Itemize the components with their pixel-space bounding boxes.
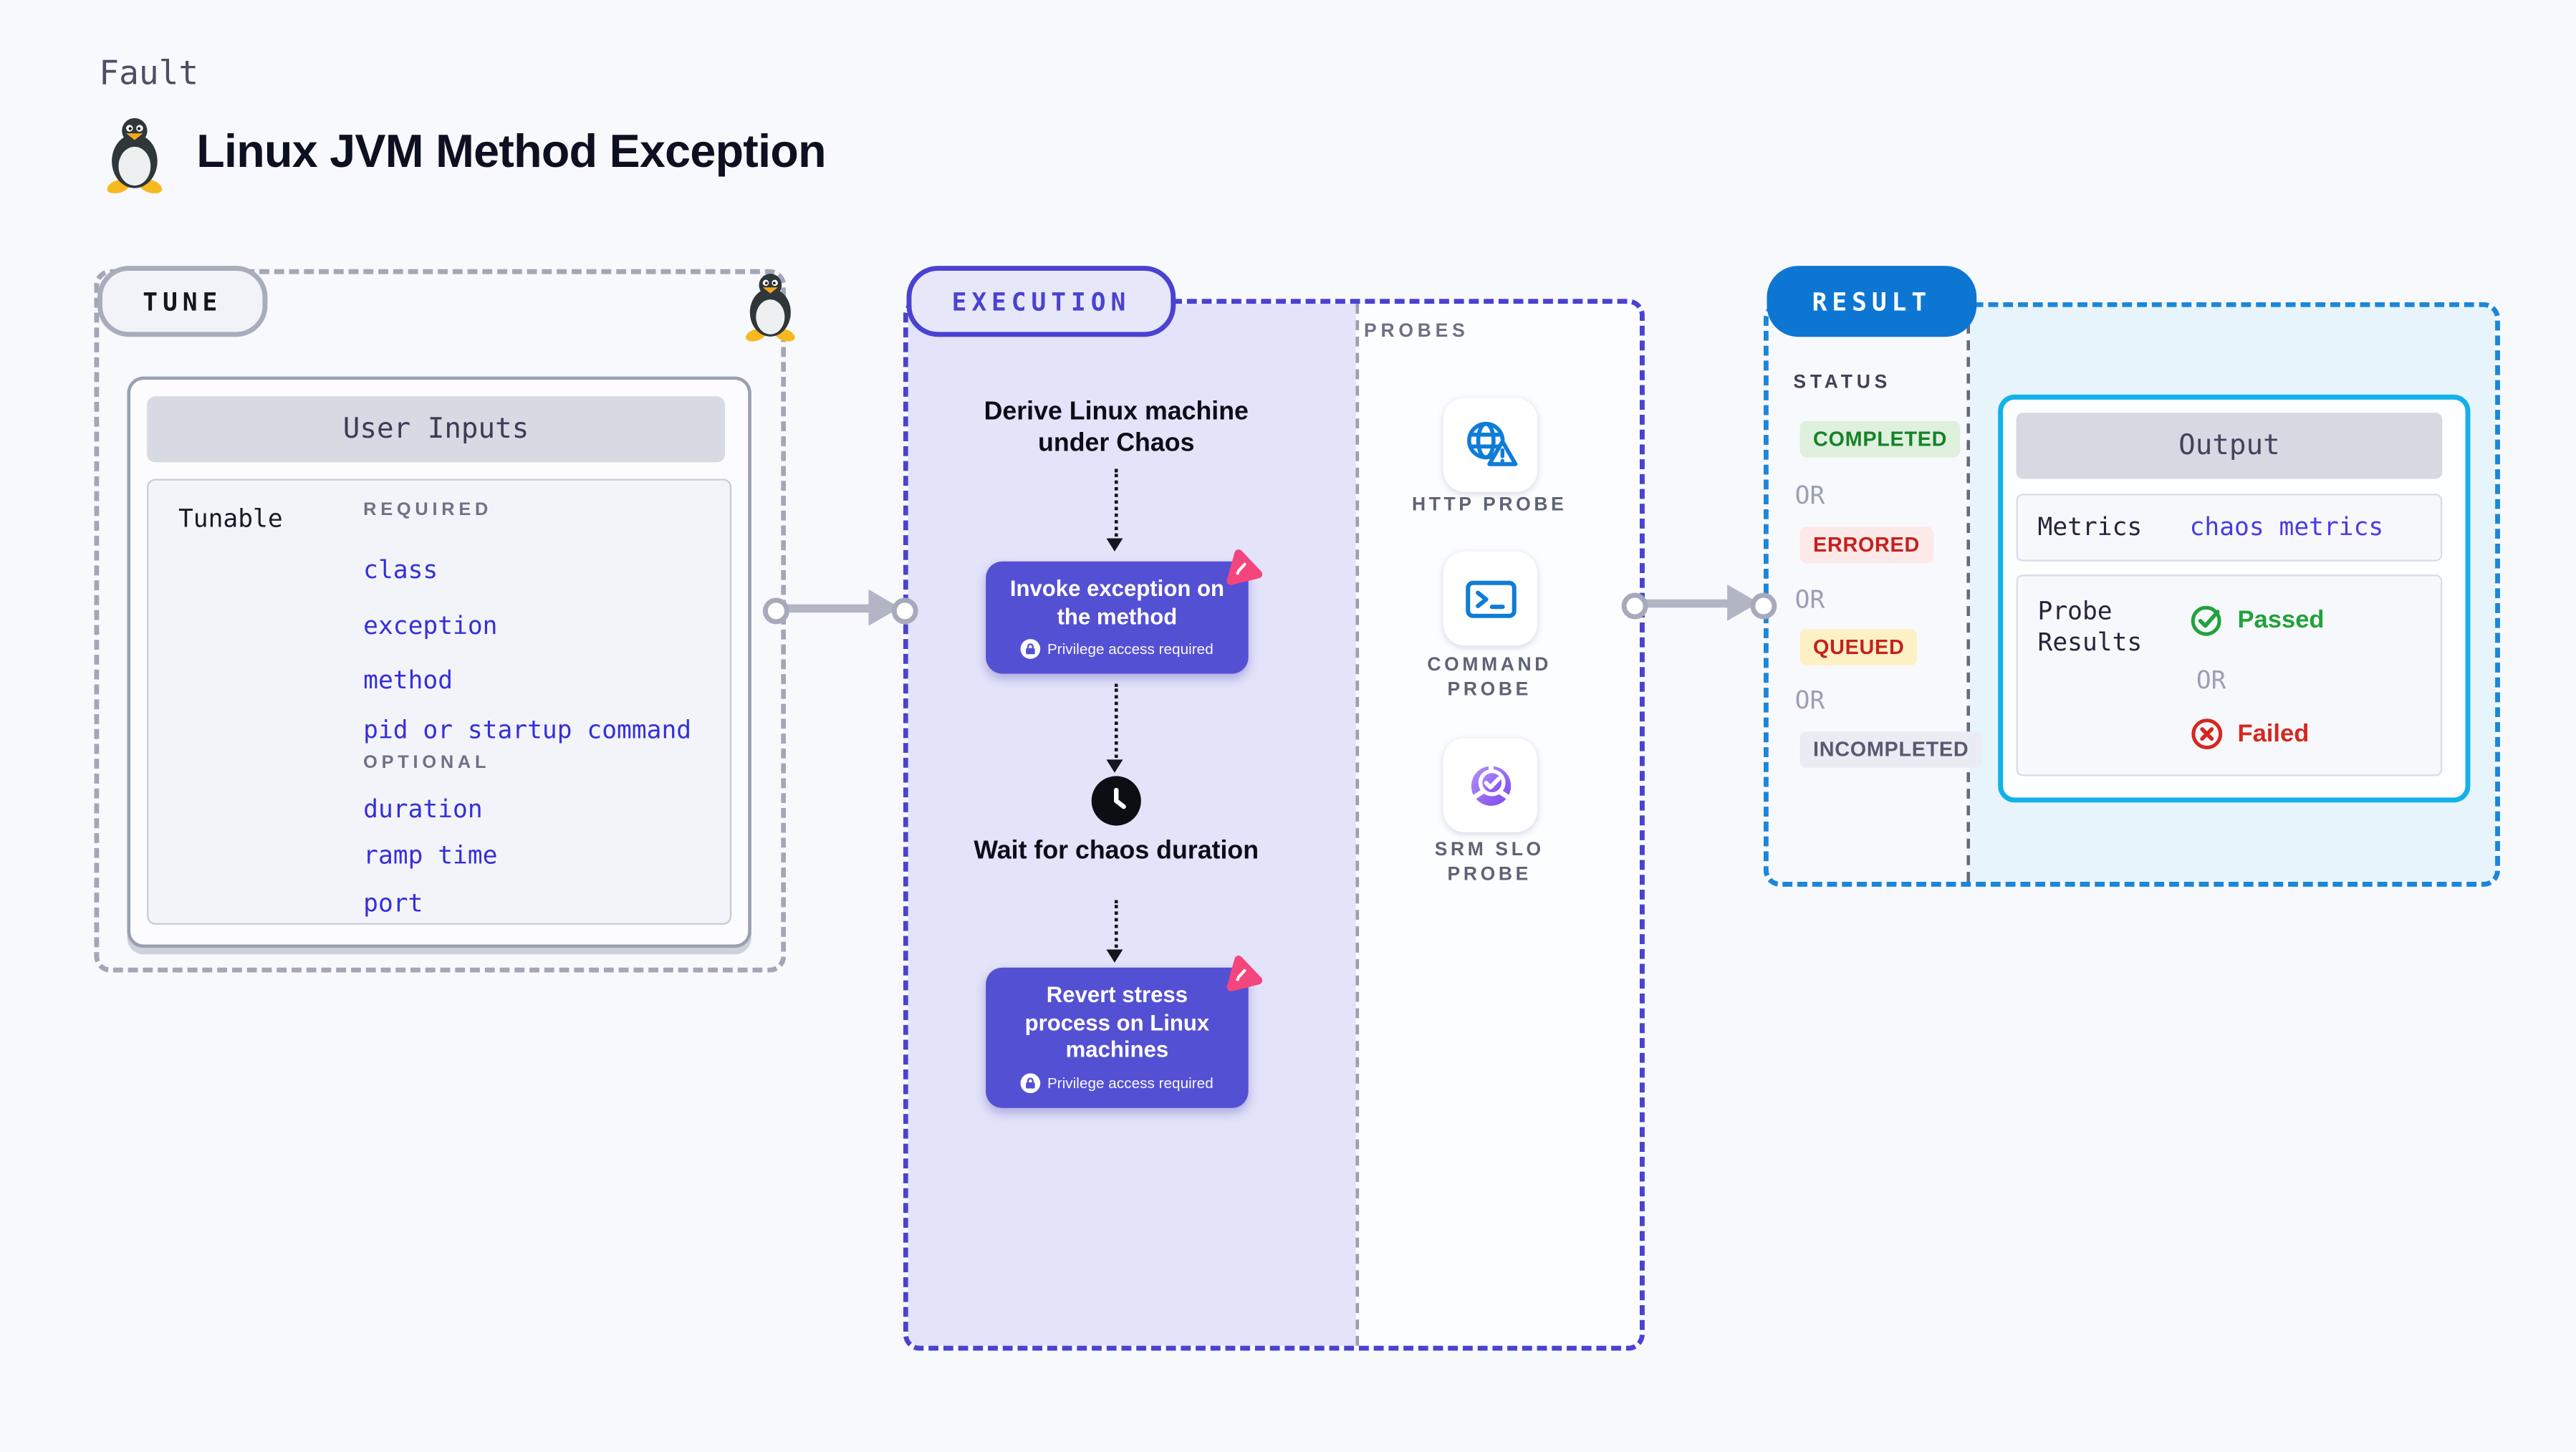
srm-slo-probe-card[interactable] [1443, 738, 1538, 832]
metrics-value-link[interactable]: chaos metrics [2189, 511, 2384, 542]
step-derive-label: Derive Linux machine under Chaos [984, 398, 1249, 458]
probe-result-failed: Failed [2190, 716, 2309, 751]
tunable-exception[interactable]: exception [363, 610, 498, 641]
status-badge-incompleted: INCOMPLETED [1799, 731, 1982, 768]
execution-flow-area [908, 304, 1356, 1346]
command-probe-label: COMMAND PROBE [1427, 655, 1552, 701]
or-label: OR [1794, 685, 1825, 716]
terminal-icon [1465, 580, 1516, 617]
status-badge-queued: QUEUED [1799, 629, 1918, 665]
tunable-method[interactable]: method [363, 665, 453, 696]
status-label: STATUS [1793, 372, 1892, 393]
tunable-pid-or-startup-command[interactable]: pid or startup command [363, 715, 692, 745]
probe-results-label: Probe Results [2037, 596, 2143, 658]
tux-penguin-small-icon [745, 274, 795, 342]
user-inputs-card: User Inputs Tunable REQUIRED class excep… [127, 376, 751, 948]
privilege-badge: Privilege access required [1047, 1074, 1213, 1091]
check-circle-icon [2191, 605, 2221, 636]
step-invoke-title: Invoke exception on the method [1009, 576, 1225, 629]
tunable-ramp-time[interactable]: ramp time [363, 840, 498, 870]
or-label: OR [1794, 480, 1825, 511]
http-probe-label: HTTP PROBE [1411, 495, 1567, 516]
slo-donut-check-icon [1469, 761, 1512, 805]
probe-results-row: Probe Results Passed OR Failed [2016, 574, 2443, 777]
user-inputs-header: User Inputs [147, 396, 725, 463]
flow-arrow-down-icon [1106, 900, 1126, 963]
page-title: Linux JVM Method Exception [196, 125, 826, 177]
tunable-label: Tunable [178, 504, 283, 534]
step-wait-label: Wait for chaos duration [974, 837, 1259, 865]
step-invoke-exception[interactable]: Invoke exception on the method Privilege… [986, 561, 1249, 674]
tune-to-execution-arrow-icon [762, 589, 918, 626]
tunable-duration[interactable]: duration [363, 794, 483, 824]
status-badge-errored: ERRORED [1799, 527, 1933, 564]
probes-divider [1355, 304, 1360, 1346]
status-badge-completed: COMPLETED [1799, 420, 1961, 458]
x-circle-icon [2191, 718, 2223, 750]
fault-kicker: Fault [99, 52, 199, 93]
tune-pill[interactable]: TUNE [97, 266, 268, 337]
result-pill[interactable]: RESULT [1767, 266, 1977, 337]
flow-arrow-down-icon [1106, 683, 1126, 773]
tunable-port[interactable]: port [363, 888, 423, 918]
clock-icon [1091, 776, 1141, 826]
metrics-row: Metrics chaos metrics [2016, 494, 2443, 562]
or-label: OR [1794, 585, 1825, 615]
flow-arrow-down-icon [1106, 468, 1126, 552]
execution-to-result-arrow-icon [1621, 585, 1777, 621]
srm-slo-probe-label: SRM SLO PROBE [1434, 840, 1544, 885]
globe-alert-icon [1466, 420, 1517, 466]
output-card: Output Metrics chaos metrics Probe Resul… [1998, 394, 2471, 803]
probe-result-passed: Passed [2190, 602, 2325, 637]
result-divider [1966, 307, 1971, 882]
chaos-pink-icon [1226, 956, 1263, 991]
execution-pill[interactable]: EXECUTION [906, 266, 1176, 337]
privilege-badge: Privilege access required [1047, 640, 1213, 658]
optional-label: OPTIONAL [363, 753, 491, 773]
chaos-pink-icon [1226, 549, 1263, 585]
or-label: OR [2196, 665, 2226, 696]
step-revert-stress[interactable]: Revert stress process on Linux machines … [986, 967, 1249, 1107]
required-label: REQUIRED [363, 500, 493, 521]
tunable-class[interactable]: class [363, 554, 438, 585]
metrics-label: Metrics [2037, 511, 2143, 542]
step-revert-title: Revert stress process on Linux machines [1024, 982, 1210, 1062]
output-header: Output [2016, 413, 2443, 479]
user-inputs-body: Tunable REQUIRED class exception method … [147, 479, 732, 925]
lock-icon [1021, 639, 1041, 659]
http-probe-card[interactable] [1443, 398, 1538, 492]
command-probe-card[interactable] [1443, 551, 1538, 646]
tux-penguin-icon [107, 117, 163, 193]
lock-icon [1021, 1072, 1041, 1092]
probes-label: PROBES [1364, 322, 1469, 342]
